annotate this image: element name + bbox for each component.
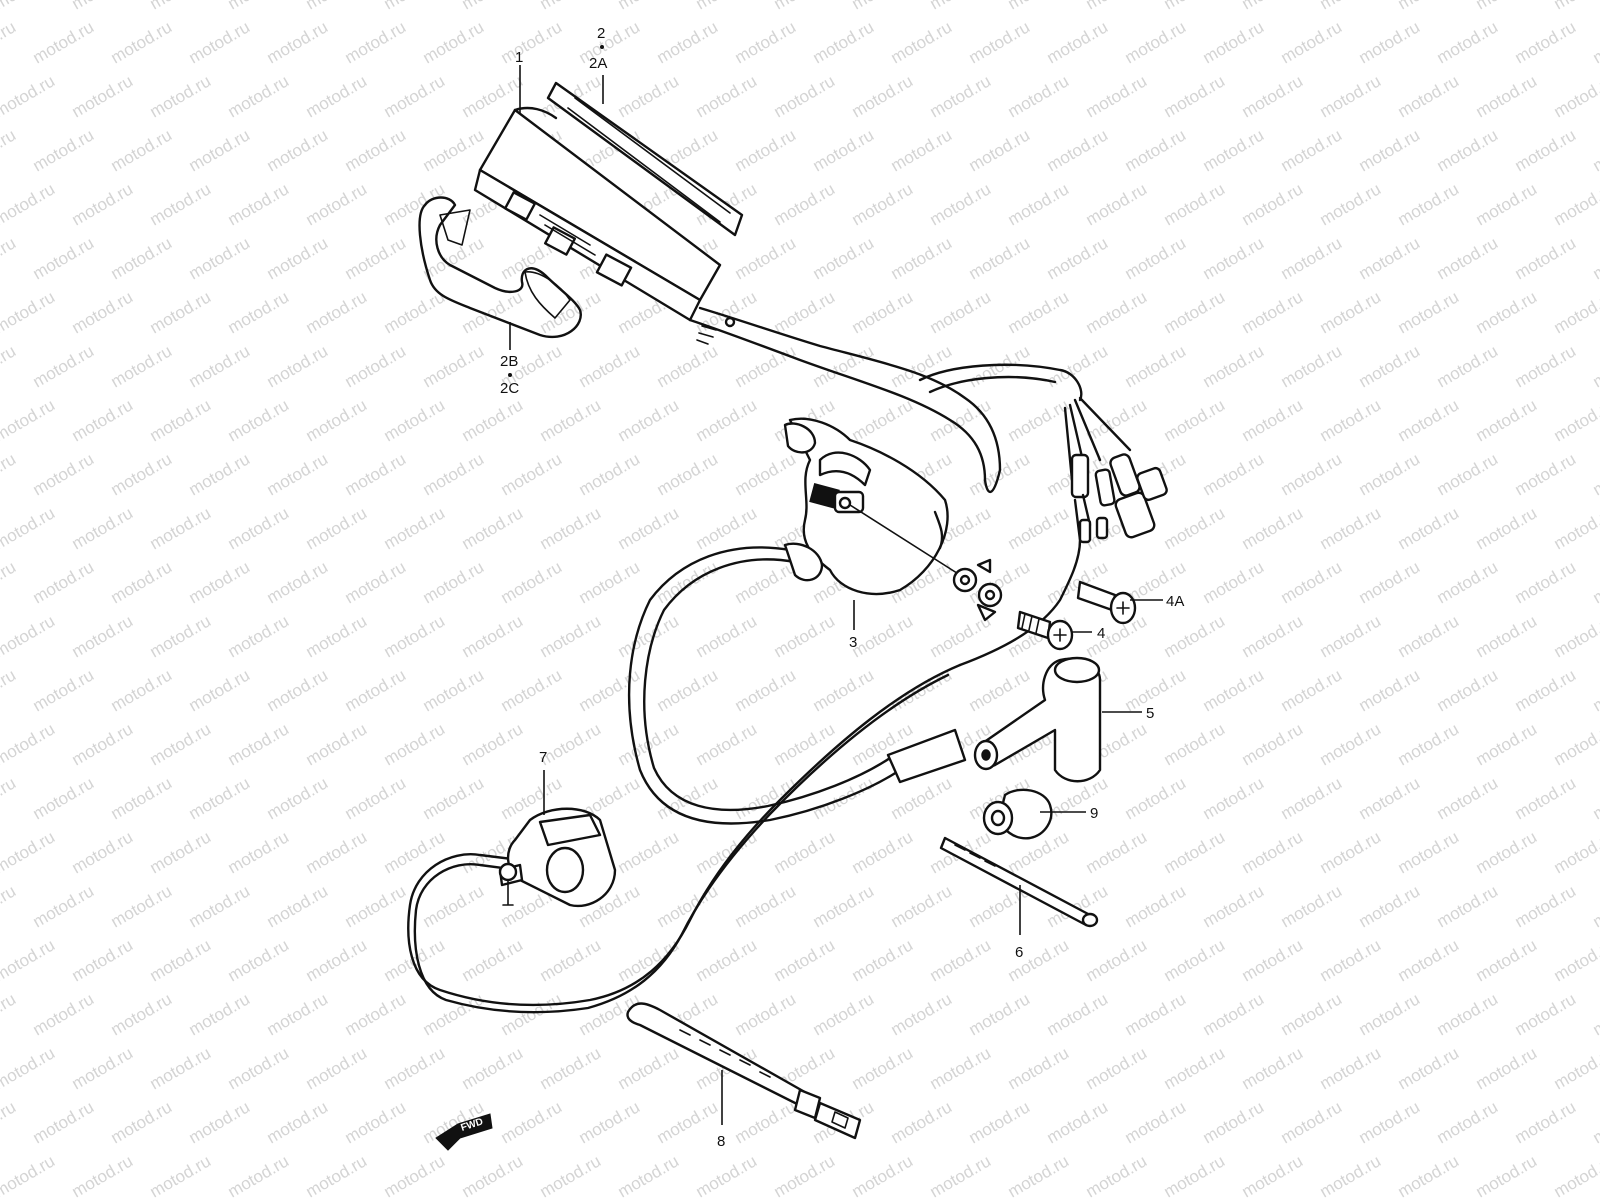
- callout-4: 4: [1097, 625, 1105, 642]
- callout-8: 8: [717, 1133, 725, 1150]
- callout-2c: 2C: [500, 380, 519, 397]
- screw-4a[interactable]: [1076, 580, 1137, 625]
- fwd-direction-badge: FWD: [435, 1113, 493, 1151]
- ignition-coil[interactable]: [627, 417, 967, 825]
- callout-labels: 1 2 2A 2B 2C 3 4 4A 5 6 7 8 9: [500, 25, 1184, 1150]
- cable-tie-large[interactable]: [626, 1002, 862, 1140]
- callout-1: 1: [515, 49, 523, 66]
- washer-and-screw-set[interactable]: [952, 558, 1003, 622]
- callout-4a: 4A: [1166, 593, 1184, 610]
- rubber-holder[interactable]: [418, 196, 582, 338]
- ignition-module[interactable]: [473, 106, 722, 322]
- forward-arrow-icon: [435, 1113, 493, 1151]
- ground-lead[interactable]: [407, 663, 962, 1014]
- cover-plate[interactable]: [546, 81, 744, 237]
- callout-2b: 2B: [500, 353, 518, 370]
- grommet[interactable]: [982, 788, 1053, 840]
- cable-tie-small[interactable]: [939, 836, 1099, 928]
- screw-4[interactable]: [1016, 610, 1074, 651]
- leader-lines: [509, 65, 1163, 1125]
- callout-9: 9: [1090, 805, 1098, 822]
- callout-3: 3: [849, 634, 857, 651]
- callout-5: 5: [1146, 705, 1154, 722]
- spark-plug-cap[interactable]: [973, 656, 1102, 783]
- callout-7: 7: [539, 749, 547, 766]
- ignition-harness[interactable]: [688, 306, 1168, 667]
- callout-6: 6: [1015, 944, 1023, 961]
- ground-clamp[interactable]: [498, 807, 617, 908]
- callout-dot: [600, 45, 604, 49]
- callout-2a: 2A: [589, 55, 607, 72]
- callout-2: 2: [597, 25, 605, 42]
- callout-dot: [508, 373, 512, 377]
